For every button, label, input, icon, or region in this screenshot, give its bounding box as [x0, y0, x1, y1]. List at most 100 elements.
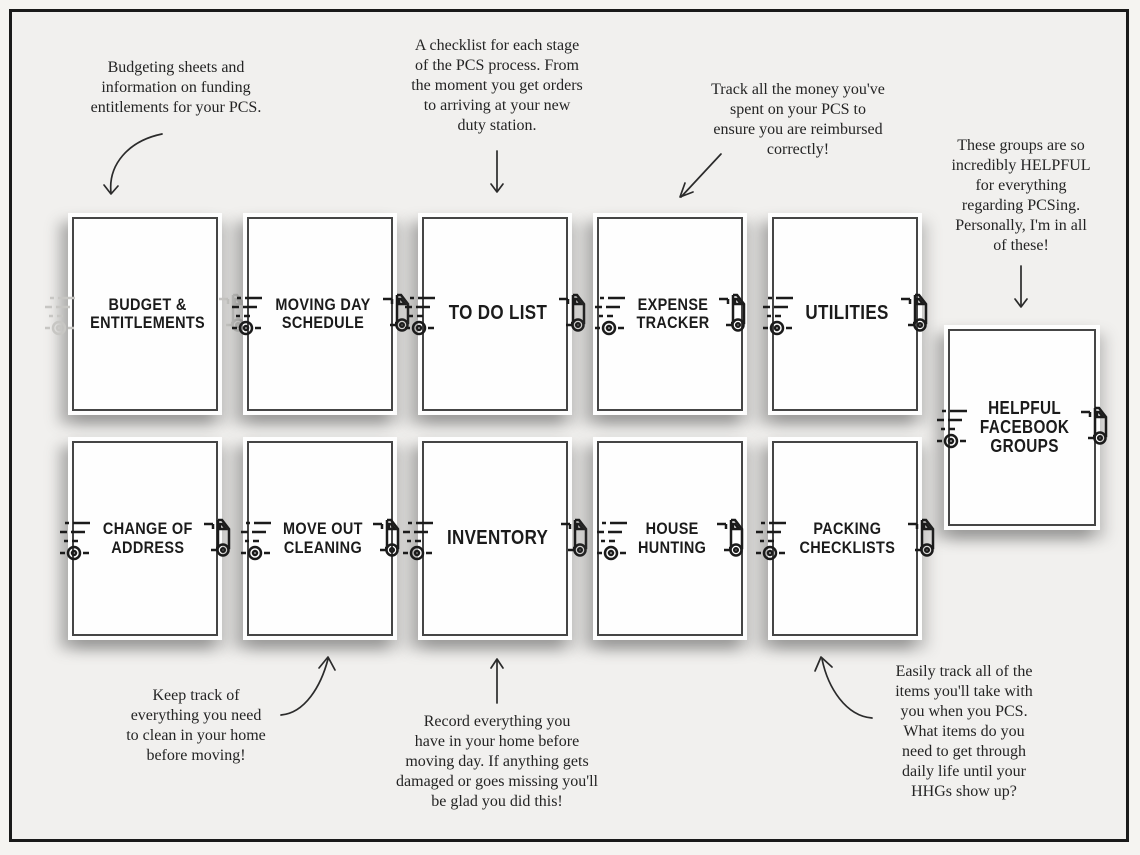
card-logo: EXPENSE TRACKER: [593, 292, 747, 336]
card-expense-tracker: EXPENSE TRACKER: [593, 213, 747, 415]
note-line: incredibly HELPFUL: [951, 157, 1091, 174]
truck-speed-lines-wheel-icon: [239, 521, 272, 560]
note-packing: Easily track all of the items you'll tak…: [860, 662, 1068, 802]
border-frame: [9, 9, 1129, 842]
card-utilities: UTILITIES: [762, 213, 927, 415]
note-cleaning: Keep track of everything you need to cle…: [99, 686, 293, 766]
note-line: of these!: [993, 237, 1049, 254]
card-page-border: BUDGET & ENTITLEMENTS: [43, 217, 246, 411]
truck-cab-icon: [906, 518, 935, 557]
card-logo: HELPFUL FACEBOOK GROUPS: [935, 398, 1108, 456]
card-inventory: INVENTORY: [401, 437, 588, 640]
card-title-line: CHECKLISTS: [799, 537, 896, 557]
truck-speed-lines-wheel-icon: [43, 296, 77, 336]
card-title-line: BUDGET &: [108, 294, 187, 314]
note-line: daily life until your: [902, 763, 1026, 780]
truck-speed-lines-wheel-icon: [935, 410, 969, 449]
card-logo: MOVE OUT CLEANING: [239, 517, 401, 561]
card-moving-day-schedule: MOVING DAY SCHEDULE: [230, 213, 409, 415]
truck-cab-icon: [372, 518, 400, 557]
card-title-line: MOVE OUT: [282, 519, 363, 539]
card-title-line: HUNTING: [638, 537, 707, 557]
truck-speed-lines-wheel-icon: [230, 296, 263, 336]
card-page-border: HOUSE HUNTING: [596, 441, 743, 636]
card-page-border: HELPFUL FACEBOOK GROUPS: [935, 329, 1108, 526]
note-line: you when you PCS.: [900, 703, 1028, 720]
card-page-border: PACKING CHECKLISTS: [755, 441, 935, 636]
note-line: HHGs show up?: [911, 783, 1017, 800]
note-inventory: Record everything you have in your home …: [377, 712, 617, 812]
card-title: MOVE OUT CLEANING: [283, 520, 363, 556]
arrow-to-inventory-card: [489, 653, 505, 710]
card-logo: TO DO LIST: [403, 292, 587, 336]
truck-cab-icon: [718, 293, 746, 332]
note-line: correctly!: [766, 141, 830, 158]
card-packing-checklists: PACKING CHECKLISTS: [755, 437, 935, 640]
card-logo: INVENTORY: [401, 517, 588, 561]
card-title-line: UTILITIES: [805, 302, 890, 325]
card-helpful-facebook-groups: HELPFUL FACEBOOK GROUPS: [935, 325, 1108, 530]
truck-speed-lines-wheel-icon: [58, 521, 91, 560]
note-expense: Track all the money you've spent on your…: [696, 80, 900, 160]
note-line: Personally, I'm in all: [955, 217, 1087, 234]
arrow-to-expense-card: [674, 152, 726, 205]
card-title: PACKING CHECKLISTS: [800, 520, 896, 556]
note-line: need to get through: [902, 743, 1026, 760]
note-line: everything you need: [130, 707, 262, 724]
card-page-border: EXPENSE TRACKER: [593, 217, 746, 411]
truck-cab-icon: [558, 293, 586, 332]
truck-cab-icon: [560, 518, 588, 557]
card-logo: PACKING CHECKLISTS: [755, 517, 935, 561]
card-to-do-list: TO DO LIST: [403, 213, 586, 415]
truck-speed-lines-wheel-icon: [403, 296, 436, 336]
card-page-border: TO DO LIST: [403, 217, 586, 411]
note-checklist: A checklist for each stage of the PCS pr…: [394, 36, 600, 136]
truck-cab-icon: [715, 518, 743, 557]
card-title: MOVING DAY SCHEDULE: [275, 295, 370, 332]
arrow-to-packing-card: [813, 650, 875, 727]
arrow-to-todo-card: [489, 150, 505, 201]
card-page-border: UTILITIES: [762, 217, 927, 411]
card-title: HELPFUL FACEBOOK GROUPS: [979, 398, 1070, 456]
card-change-of-address: CHANGE OF ADDRESS: [58, 437, 231, 640]
note-line: Record everything you: [423, 713, 571, 730]
note-line: information on funding: [101, 79, 251, 96]
card-title-line: FACEBOOK: [979, 416, 1070, 437]
note-line: be glad you did this!: [431, 793, 563, 810]
card-page-border: INVENTORY: [401, 441, 588, 636]
arrow-to-budget-card: [100, 131, 170, 206]
card-logo: BUDGET & ENTITLEMENTS: [43, 292, 246, 336]
card-title-line: TRACKER: [635, 313, 710, 332]
card-budget-entitlements: BUDGET & ENTITLEMENTS: [43, 213, 246, 415]
truck-speed-lines-wheel-icon: [762, 296, 795, 336]
card-title: CHANGE OF ADDRESS: [103, 520, 193, 556]
note-line: A checklist for each stage: [414, 37, 580, 54]
note-line: Easily track all of the: [895, 663, 1033, 680]
card-title: INVENTORY: [447, 527, 548, 549]
card-logo: HOUSE HUNTING: [596, 517, 743, 561]
card-title: BUDGET & ENTITLEMENTS: [90, 294, 205, 332]
note-line: items you'll take with: [895, 683, 1033, 700]
note-line: of the PCS process. From: [415, 57, 579, 74]
card-page-border: CHANGE OF ADDRESS: [58, 441, 231, 636]
truck-speed-lines-wheel-icon: [401, 521, 435, 560]
note-line: Keep track of: [152, 687, 240, 704]
note-line: spent on your PCS to: [729, 101, 866, 118]
card-title-line: HOUSE: [645, 519, 700, 539]
note-line: have in your home before: [414, 733, 580, 750]
note-line: Budgeting sheets and: [107, 59, 245, 76]
truck-cab-icon: [899, 293, 927, 332]
card-logo: MOVING DAY SCHEDULE: [230, 292, 410, 336]
truck-speed-lines-wheel-icon: [596, 521, 629, 560]
card-logo: CHANGE OF ADDRESS: [58, 517, 232, 561]
note-line: What items do you: [903, 723, 1025, 740]
card-title-line: TO DO LIST: [448, 302, 547, 325]
note-line: duty station.: [457, 117, 537, 134]
card-title: TO DO LIST: [448, 303, 546, 324]
note-line: Track all the money you've: [711, 81, 885, 98]
note-facebook: These groups are so incredibly HELPFUL f…: [934, 136, 1108, 256]
card-house-hunting: HOUSE HUNTING: [593, 437, 747, 640]
truck-cab-icon: [1080, 407, 1108, 446]
card-move-out-cleaning: MOVE OUT CLEANING: [239, 437, 400, 640]
